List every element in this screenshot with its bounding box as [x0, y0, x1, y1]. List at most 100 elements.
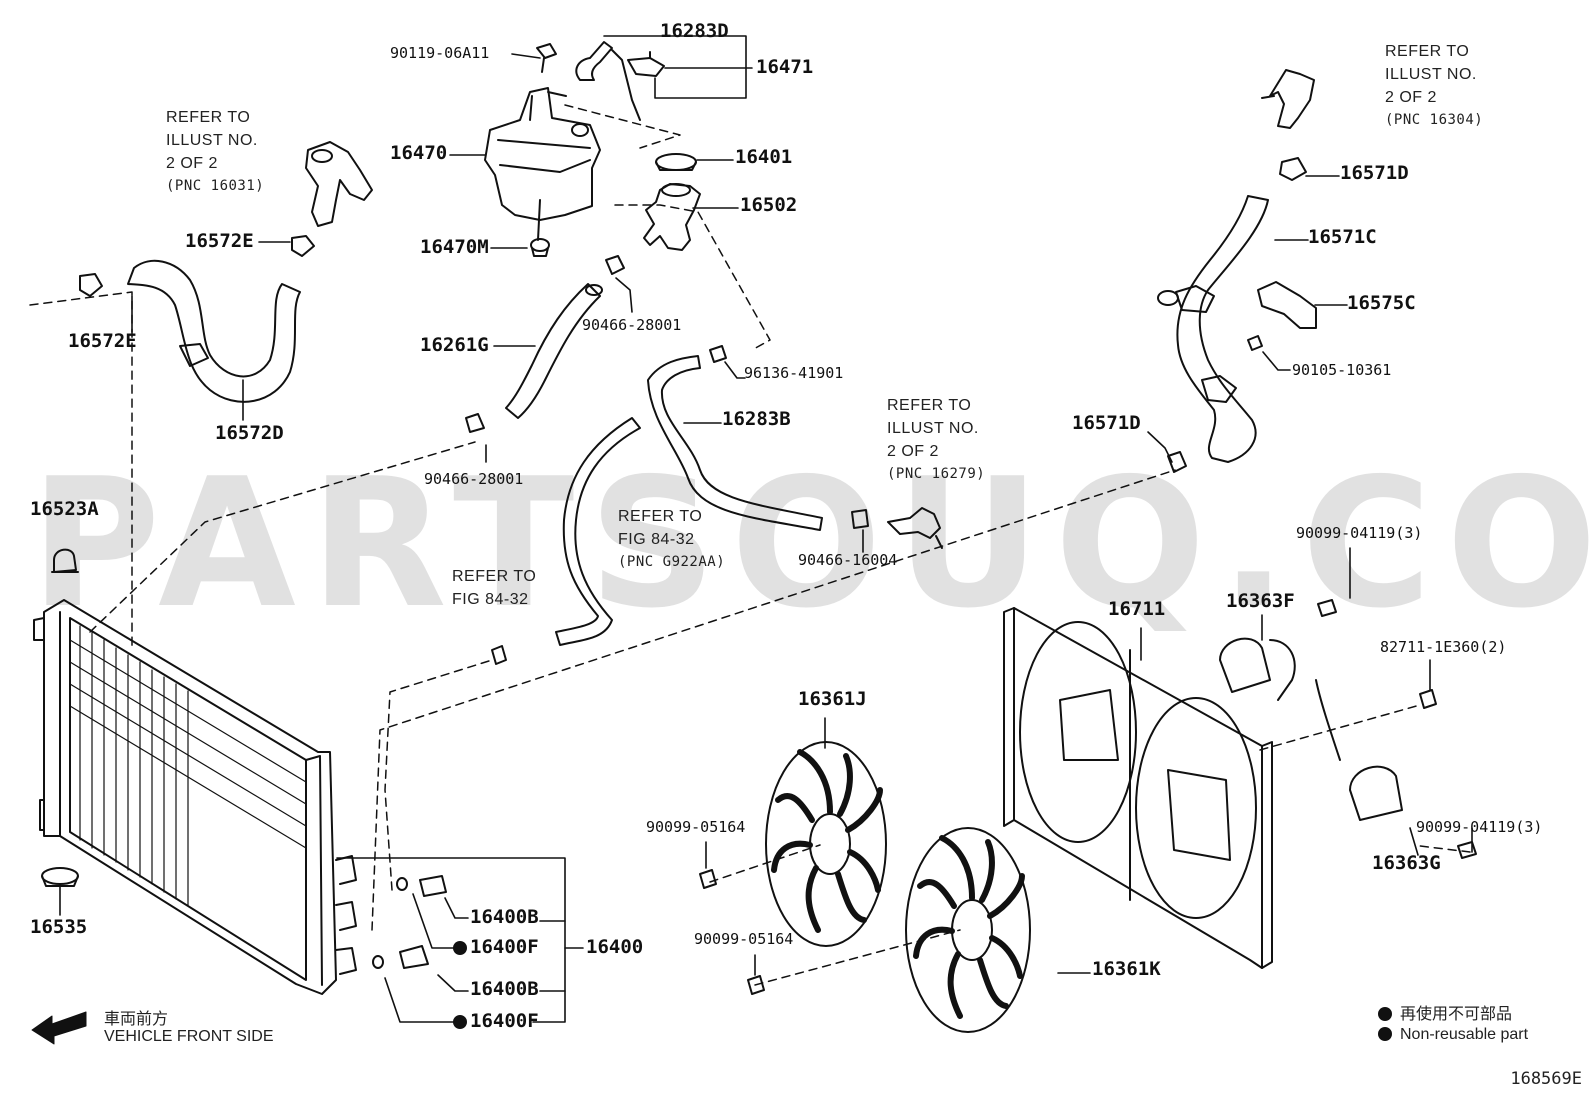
refer-note-16304: REFER TO ILLUST NO. 2 OF 2 (PNC 16304) — [1385, 40, 1483, 132]
part-label: 16572E — [185, 230, 254, 252]
bolt-90105 — [1247, 335, 1263, 351]
fan-blade-16361j — [765, 741, 887, 947]
nonreusable-dot-icon — [1378, 1027, 1392, 1041]
part-label: 90119-06A11 — [390, 44, 490, 62]
refer-line: 2 OF 2 — [1385, 89, 1437, 106]
part-label: 82711-1E360(2) — [1380, 638, 1507, 656]
part-label: 16571D — [1340, 162, 1409, 184]
dashed-guides — [29, 104, 1471, 986]
grommet-82711 — [1419, 689, 1437, 709]
part-label: 16470M — [420, 236, 489, 258]
part-label: 16470 — [390, 142, 448, 164]
legend-en: Non-reusable part — [1378, 1026, 1528, 1044]
part-label: 16261G — [420, 334, 489, 356]
front-side-en: VEHICLE FRONT SIDE — [104, 1028, 274, 1045]
refer-line: (PNC G922AA) — [618, 554, 726, 570]
part-label: 16363G — [1372, 852, 1441, 874]
radiator-16400 — [33, 599, 357, 995]
reservoir-tank — [484, 87, 601, 257]
clip-refer-fig84 — [491, 645, 507, 665]
refer-line: REFER TO — [452, 568, 537, 585]
part-label: 90099-05164 — [646, 818, 746, 836]
clamp-96136 — [709, 345, 727, 363]
bolt-90099-04119 — [1317, 599, 1477, 859]
clamp-16572e — [79, 235, 315, 297]
part-label: 16283D — [660, 20, 729, 42]
fan-blade-16361k — [905, 827, 1031, 1033]
outlet-pipe — [643, 183, 701, 251]
part-label: 16400F — [470, 936, 539, 958]
hose-refer-g922aa — [555, 417, 641, 646]
part-label: 90466-28001 — [424, 470, 524, 488]
part-label: 16361K — [1092, 958, 1161, 980]
refer-line: REFER TO — [1385, 43, 1470, 60]
nonreusable-dot — [453, 941, 467, 955]
watermark: PARTSOUQ.COM — [30, 440, 1592, 647]
part-label: 16400 — [586, 936, 644, 958]
oring-16400f — [372, 877, 408, 969]
part-label: 90105-10361 — [1292, 361, 1392, 379]
water-outlet-right — [1261, 69, 1315, 129]
refer-line: (PNC 16304) — [1385, 112, 1484, 128]
bracket-16575c — [1257, 281, 1317, 329]
part-label: 16400B — [470, 978, 539, 1000]
fan-motor-16363g — [1315, 679, 1403, 821]
refer-line: REFER TO — [618, 508, 703, 525]
part-label: 16283B — [722, 408, 791, 430]
clamp-16571d-top — [1279, 157, 1307, 181]
diagram-code: 168569E — [1510, 1069, 1582, 1089]
part-label: 16571D — [1072, 412, 1141, 434]
part-label: 90099-04119(3) — [1296, 524, 1423, 542]
refer-line: ILLUST NO. — [887, 420, 979, 437]
part-label: 16471 — [756, 56, 814, 78]
hose-16571c — [1157, 195, 1269, 463]
radiator-cap — [655, 153, 697, 171]
refer-line: REFER TO — [887, 397, 972, 414]
refer-note-16279: REFER TO ILLUST NO. 2 OF 2 (PNC 16279) — [887, 394, 985, 486]
hose-16283b — [647, 355, 823, 531]
clamp-90466-28001 — [465, 255, 625, 433]
refer-note-g922aa: REFER TO FIG 84-32 (PNC G922AA) — [618, 505, 725, 574]
refer-note-16031: REFER TO ILLUST NO. 2 OF 2 (PNC 16031) — [166, 106, 264, 198]
part-label: 16572D — [215, 422, 284, 444]
fan-motor-16363f — [1219, 637, 1296, 701]
part-label: 16361J — [798, 688, 867, 710]
hose-16261g — [505, 283, 603, 419]
drain-plug-16400b — [399, 875, 447, 969]
refer-line: 2 OF 2 — [887, 443, 939, 460]
part-label: 90099-05164 — [694, 930, 794, 948]
part-label: 16535 — [30, 916, 88, 938]
nonreusable-dot — [453, 1015, 467, 1029]
part-label: 16572E — [68, 330, 137, 352]
refer-line: (PNC 16031) — [166, 178, 265, 194]
part-label: 96136-41901 — [744, 364, 844, 382]
part-label: 16400B — [470, 906, 539, 928]
part-label: 16523A — [30, 498, 99, 520]
part-label: 90466-16004 — [798, 551, 898, 569]
front-side-jp: 車両前方 — [104, 1011, 169, 1028]
cushion-16523a — [51, 548, 79, 573]
part-label: 16401 — [735, 146, 793, 168]
refer-line: REFER TO — [166, 109, 251, 126]
part-label: 16575C — [1347, 292, 1416, 314]
refer-note-fig84: REFER TO FIG 84-32 — [452, 565, 536, 611]
bolt-90119 — [536, 43, 557, 73]
legend-jp: 再使用不可部品 — [1378, 1000, 1512, 1024]
part-label: 16400F — [470, 1010, 539, 1032]
refer-line: FIG 84-32 — [618, 531, 695, 548]
clamp-90466-16004 — [851, 509, 869, 529]
part-label: 16502 — [740, 194, 798, 216]
front-arrow-icon — [31, 1011, 87, 1045]
legend-en-text: Non-reusable part — [1400, 1026, 1529, 1043]
part-label: 90466-28001 — [582, 316, 682, 334]
small-hose-16283d — [575, 41, 665, 121]
refer-line: FIG 84-32 — [452, 591, 529, 608]
legend-jp-text: 再使用不可部品 — [1400, 1006, 1513, 1023]
refer-line: 2 OF 2 — [166, 155, 218, 172]
nonreusable-dot-icon — [1378, 1007, 1392, 1021]
refer-line: ILLUST NO. — [1385, 66, 1477, 83]
connector-16279 — [887, 507, 943, 549]
clamp-16571d-mid — [1167, 451, 1187, 473]
